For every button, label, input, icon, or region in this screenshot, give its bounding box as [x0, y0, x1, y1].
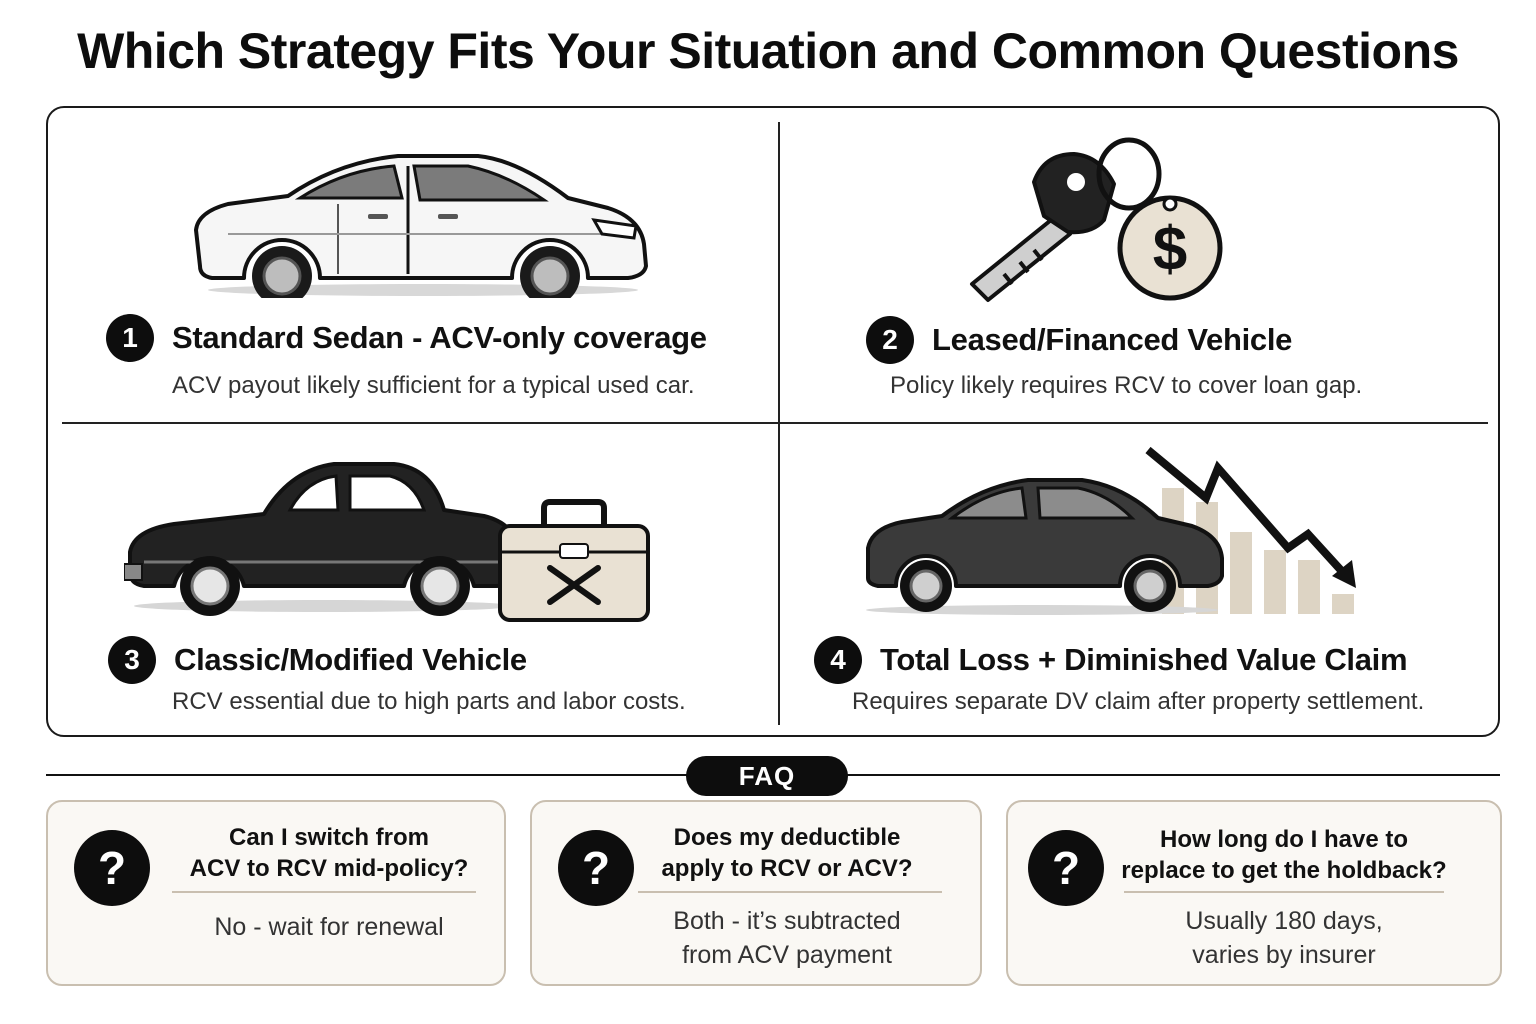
faq-answer: Both - it’s subtracted from ACV payment — [673, 907, 901, 969]
step-number-badge: 2 — [866, 316, 914, 364]
car-key-dollar-tag-icon: $ — [970, 137, 1223, 302]
step-number-badge: 1 — [106, 314, 154, 362]
question-mark-icon: ? — [74, 830, 150, 906]
scenario-classic-modified: 3 Classic/Modified Vehicle RCV essential… — [48, 424, 778, 737]
faq-question: How long do I have to replace to get the… — [1121, 826, 1447, 884]
scenario-description: RCV essential due to high parts and labo… — [172, 688, 686, 715]
faq-question: Does my deductible apply to RCV or ACV? — [661, 824, 913, 882]
faq-card: ? Can I switch from ACV to RCV mid-polic… — [46, 800, 506, 986]
step-number-badge: 4 — [814, 636, 862, 684]
scenario-heading: Total Loss + Diminished Value Claim — [880, 642, 1408, 677]
scenario-description: Policy likely requires RCV to cover loan… — [890, 372, 1363, 399]
scenario-standard-sedan: 1 Standard Sedan - ACV-only coverage ACV… — [48, 108, 778, 422]
faq-label: FAQ — [686, 756, 848, 796]
scenario-leased-financed: $ 2 Leased/Financed Vehicle Policy likel… — [780, 108, 1502, 422]
step-number-badge: 3 — [108, 636, 156, 684]
dark-sedan-declining-chart-icon — [866, 446, 1356, 615]
faq-answer: No - wait for renewal — [214, 913, 444, 941]
scenario-heading: Standard Sedan - ACV-only coverage — [172, 320, 707, 355]
scenario-heading: Classic/Modified Vehicle — [174, 642, 527, 677]
faq-question: Can I switch from ACV to RCV mid-policy? — [189, 824, 469, 882]
faq-question-divider — [638, 891, 942, 893]
strategy-grid: 1 Standard Sedan - ACV-only coverage ACV… — [46, 106, 1500, 737]
page-title: Which Strategy Fits Your Situation and C… — [77, 23, 1459, 79]
faq-card: ? Does my deductible apply to RCV or ACV… — [530, 800, 982, 986]
classic-car-toolbox-icon — [124, 462, 650, 622]
faq-answer: Usually 180 days, varies by insurer — [1185, 907, 1383, 969]
question-mark-icon: ? — [558, 830, 634, 906]
scenario-description: Requires separate DV claim after propert… — [852, 688, 1425, 715]
svg-text:$: $ — [1153, 215, 1187, 284]
grid-horizontal-divider — [62, 422, 1488, 424]
white-sedan-icon — [194, 154, 648, 298]
faq-question-divider — [1124, 891, 1444, 893]
faq-card: ? How long do I have to replace to get t… — [1006, 800, 1502, 986]
scenario-total-loss-diminished-value: 4 Total Loss + Diminished Value Claim Re… — [780, 424, 1502, 737]
scenario-heading: Leased/Financed Vehicle — [932, 322, 1293, 357]
question-mark-icon: ? — [1028, 830, 1104, 906]
faq-question-divider — [172, 891, 476, 893]
scenario-description: ACV payout likely sufficient for a typic… — [172, 372, 695, 399]
